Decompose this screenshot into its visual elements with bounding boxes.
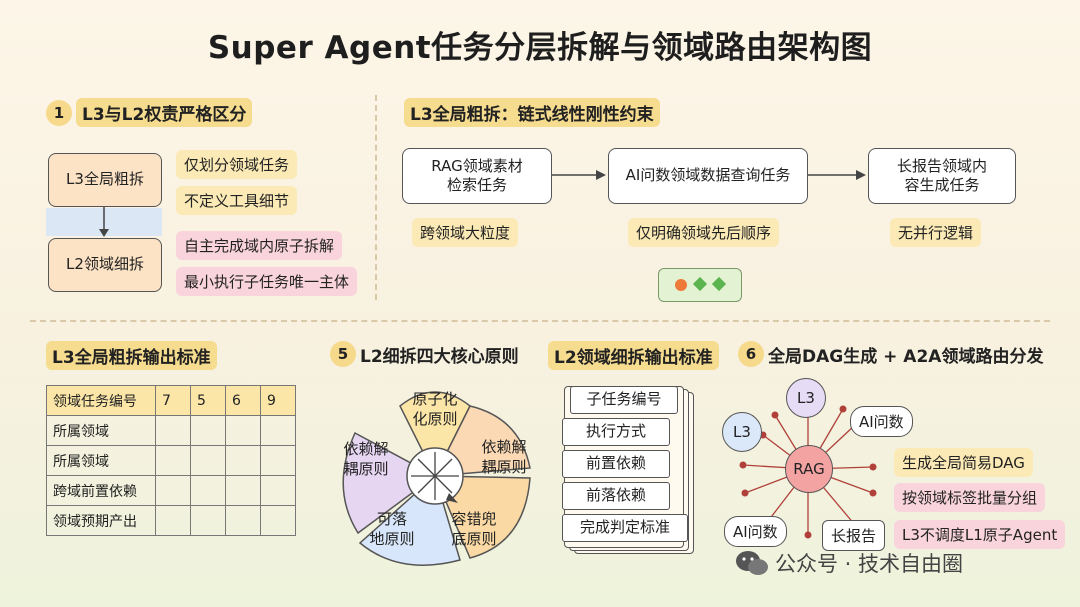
divider-horizontal [30,320,1050,322]
node-l3-left: L3 [722,412,762,452]
section-6-heading: 6 全局DAG生成 + A2A领域路由分发 [738,341,1043,367]
chain-box-long-report: 长报告领域内 容生成任务 [868,148,1016,204]
arrow-right-icon [552,170,606,180]
wechat-icon [736,551,768,575]
petal-label-decouple-right: 依赖解 耦原则 [481,438,527,476]
tag-l3-2: 不定义工具细节 [176,186,298,215]
petal-atomic [399,391,471,478]
table-row: 所属领域 [46,415,296,446]
table-header-cell: 领域任务编号 [46,385,156,416]
chain-tag-2: 仅明确领域先后顺序 [628,218,780,247]
down-arrow-icon [99,207,109,237]
row-label: 领域预期产出 [46,505,156,536]
node-ai-query-bottom: AI问数 [724,516,787,547]
l3-output-table: 领域任务编号 7 5 6 9 所属领域 所属领域 跨域前置依赖 领域预期产出 [46,385,296,536]
section-4-number: 5 [330,341,356,367]
section-2-title: L3全局粗拆：链式线性刚性约束 [404,98,660,127]
tag-l2-1: 自主完成域内原子拆解 [176,231,343,260]
petal-decouple-left [342,431,437,535]
dag-tag-3: L3不调度L1原子Agent [894,520,1066,549]
row-label: 跨域前置依赖 [46,475,156,506]
card-field-subtask-id: 子任务编号 [570,386,678,414]
table-header-cell: 9 [260,385,296,416]
node-ai-query-right: AI问数 [850,406,913,437]
petal-label-atomic: 原子化 化原则 [412,390,458,428]
table-row: 所属领域 [46,445,296,476]
chain-tag-1: 跨领域大粒度 [412,218,519,247]
rag-hub-node: RAG [785,445,833,493]
tag-l2-2: 最小执行子任务唯一主体 [176,267,358,296]
tag-l3-1: 仅划分领域任务 [176,150,298,179]
section-2-heading: L3全局粗拆：链式线性刚性约束 [404,98,660,127]
section-4-title: L2细拆四大核心原则 [360,346,519,367]
node-l3-top: L3 [786,378,826,418]
table-row: 领域预期产出 [46,505,296,536]
status-dots-icon [675,276,727,292]
chain-box-ai-query: AI问数领域数据查询任务 [608,148,808,204]
chain-box-rag: RAG领域素材 检索任务 [402,148,552,204]
section-1-title: L3与L2权责严格区分 [76,98,253,127]
section-3-heading: L3全局粗拆输出标准 [46,341,217,370]
watermark: 公众号 · 技术自由圈 [735,548,963,578]
card-field-exec-mode: 执行方式 [562,418,670,446]
table-header-cell: 6 [225,385,261,416]
page-title: Super Agent任务分层拆解与领域路由架构图 [207,30,873,66]
table-row: 跨域前置依赖 [46,475,296,506]
table-header-row: 领域任务编号 7 5 6 9 [46,385,296,416]
node-long-report: 长报告 [822,520,886,551]
section-6-title: 全局DAG生成 + A2A领域路由分发 [768,346,1044,367]
section-3-title: L3全局粗拆输出标准 [46,341,217,370]
arrow-right-icon [808,170,866,180]
l3-global-box: L3全局粗拆 [48,153,162,207]
section-5-heading: L2领域细拆输出标准 [548,341,719,370]
row-label: 所属领域 [46,415,156,446]
petal-label-feasible: 可落 地原则 [369,510,415,548]
l2-domain-box: L2领域细拆 [48,238,162,292]
card-field-pre-dependency: 前置依赖 [562,450,670,478]
petal-label-decouple-left: 依赖解 耦原则 [343,440,389,478]
dag-tag-1: 生成全局简易DAG [894,448,1033,477]
card-field-post-dependency: 前落依赖 [562,482,670,510]
section-4-heading: 5 L2细拆四大核心原则 [330,341,519,367]
dag-tag-2: 按领域标签批量分组 [894,483,1046,512]
section-6-number: 6 [738,341,764,367]
petal-decouple-right [433,405,531,477]
status-dots-panel [658,268,742,302]
principles-petal-diagram [342,391,531,566]
section-5-title: L2领域细拆输出标准 [548,341,719,370]
watermark-text: 公众号 · 技术自由圈 [775,552,964,576]
divider-vertical [375,95,377,300]
table-header-cell: 7 [155,385,191,416]
table-header-cell: 5 [190,385,226,416]
chain-tag-3: 无并行逻辑 [890,218,982,247]
petal-fault-tolerance [433,475,531,559]
petal-label-fault-tolerance: 容错兜 底原则 [451,510,497,548]
card-field-completion-criteria: 完成判定标准 [562,514,688,542]
section-1-number: 1 [46,99,72,126]
row-label: 所属领域 [46,445,156,476]
section-1-heading: 1 L3与L2权责严格区分 [46,98,253,127]
